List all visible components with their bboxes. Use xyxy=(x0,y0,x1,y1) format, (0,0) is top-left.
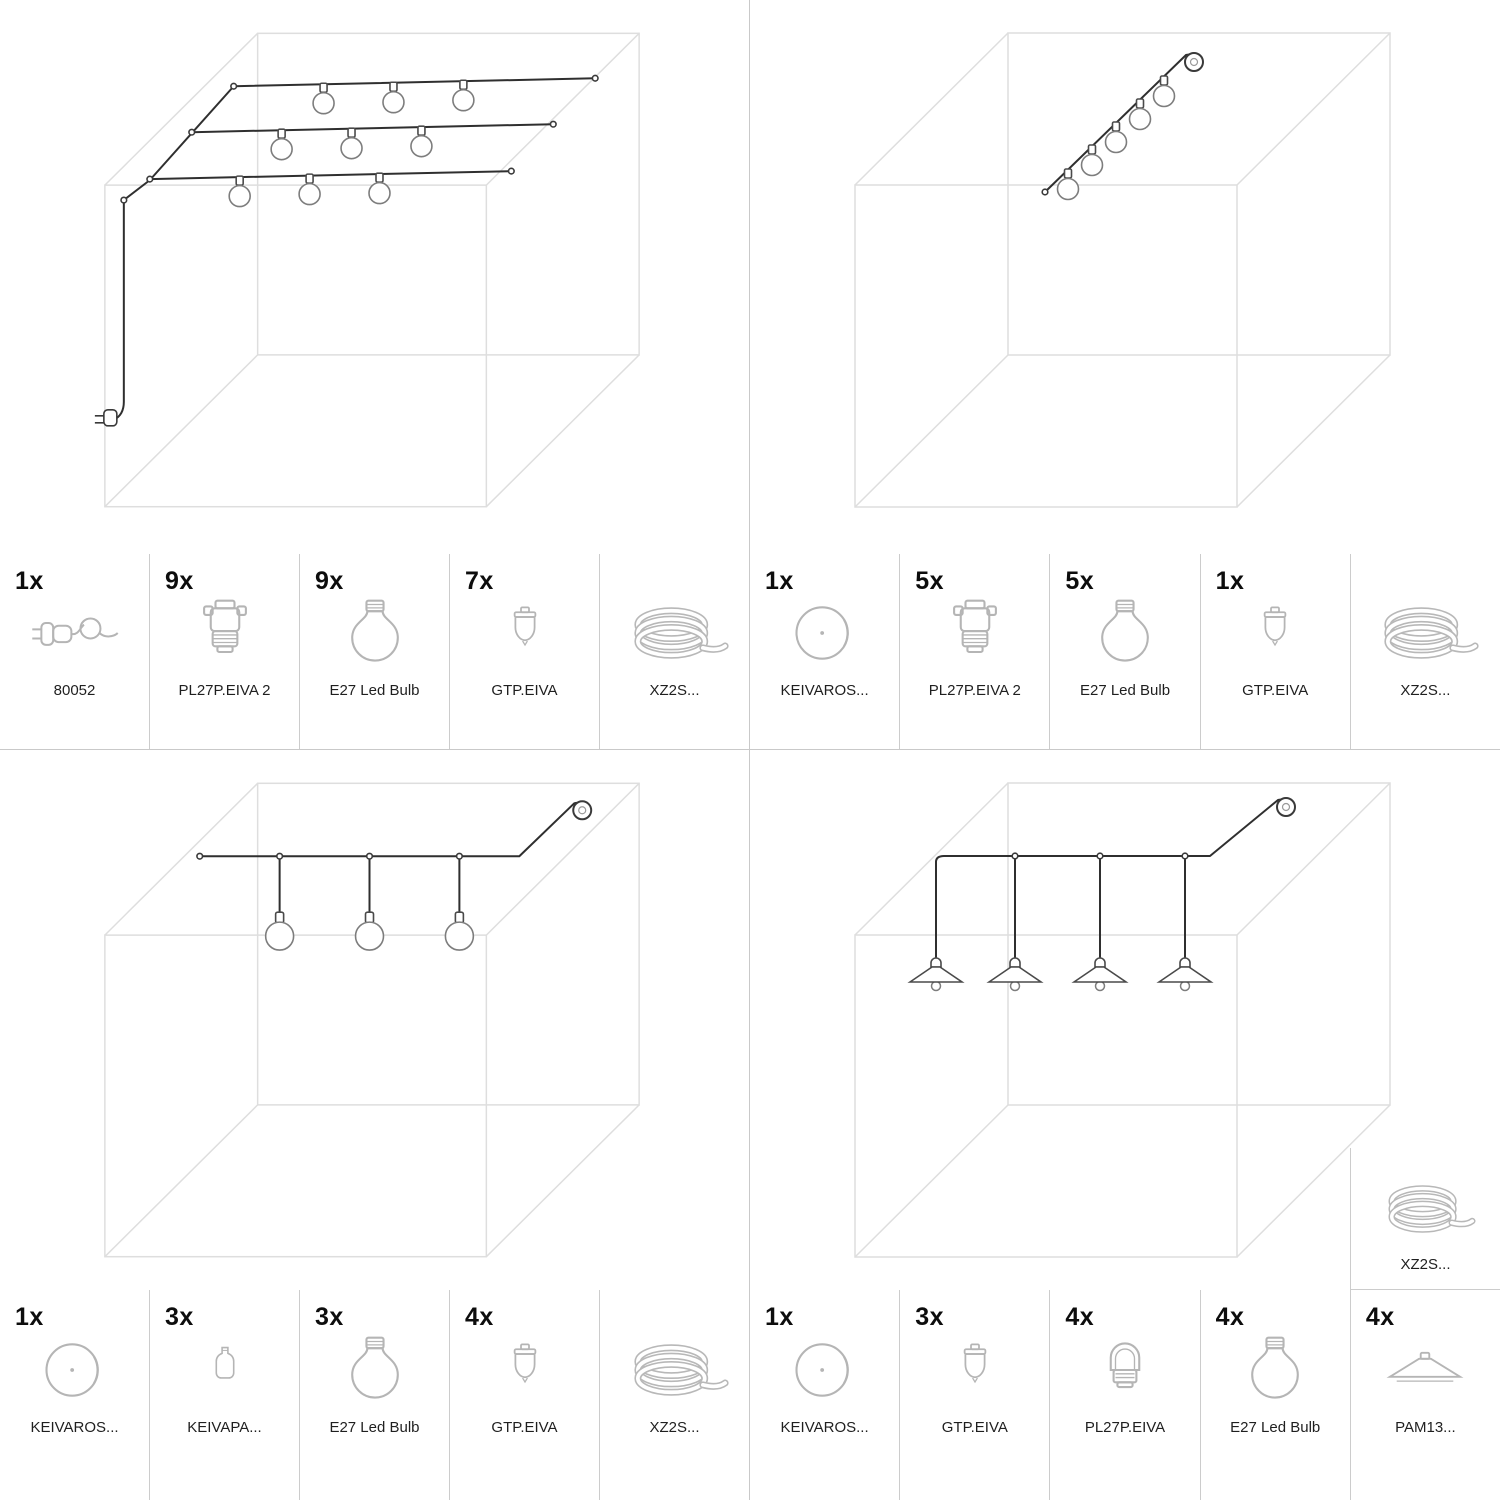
parts-row: 1x KEIVAROS... 5x PL27P.EIVA 2 5x E27 Le… xyxy=(750,554,1500,749)
part-label: GTP.EIVA xyxy=(491,682,558,699)
part-label: PAM13... xyxy=(1395,1419,1456,1436)
part-qty: 9x xyxy=(315,567,344,595)
part-qty: 3x xyxy=(315,1303,344,1331)
part-label: GTP.EIVA xyxy=(1242,682,1309,699)
part-label: XZ2S... xyxy=(649,1419,700,1436)
part-qty: 5x xyxy=(915,567,945,595)
part-label: KEIVAROS... xyxy=(780,1419,869,1436)
part-cell: 9x E27 Led Bulb xyxy=(299,554,449,749)
wall-ring-anchor xyxy=(1184,52,1204,72)
diagram-diagonal-string xyxy=(750,0,1500,554)
cable-grip xyxy=(1041,188,1049,196)
part-label: PL27P.EIVA 2 xyxy=(928,682,1021,699)
part-cell: 4x GTP.EIVA xyxy=(449,1290,599,1500)
part-qty: 1x xyxy=(765,567,794,595)
part-qty: 4x xyxy=(1215,1303,1245,1331)
part-qty: 3x xyxy=(165,1303,194,1331)
globe-pendants xyxy=(264,911,475,951)
cube-wireframe xyxy=(854,782,1391,1258)
wall-ring-anchor xyxy=(572,800,593,821)
part-cell: 1x KEIVAROS... xyxy=(0,1290,149,1500)
cable-coil-icon xyxy=(600,1290,749,1419)
cable-grips xyxy=(120,74,599,204)
part-cell: 3x E27 Led Bulb xyxy=(299,1290,449,1500)
part-cell: 4x PAM13... xyxy=(1349,1290,1500,1500)
diagram-globe-pendants xyxy=(0,750,749,1290)
part-qty: 1x xyxy=(15,1303,44,1331)
part-cell: 4x PL27P.EIVA xyxy=(1049,1290,1199,1500)
kit-quadrant-shade-pendants: XZ2S... 1x KEIVAROS... 3x GTP.EIVA 4x PL… xyxy=(750,750,1500,1500)
part-label: E27 Led Bulb xyxy=(1230,1419,1321,1436)
part-qty: 1x xyxy=(1215,567,1245,595)
part-qty: 1x xyxy=(765,1303,794,1331)
parts-row: 1x KEIVAROS... 3x GTP.EIVA 4x PL27P.EIVA… xyxy=(750,1290,1500,1500)
parts-row: 1x 80052 9x PL27P.EIVA 2 9x E27 Led Bulb… xyxy=(0,554,749,749)
part-cell: 4x E27 Led Bulb xyxy=(1199,1290,1350,1500)
part-cell: 3x KEIVAPA... xyxy=(149,1290,299,1500)
part-cell: XZ2S... xyxy=(1349,554,1500,749)
part-cell: XZ2S... xyxy=(599,554,749,749)
part-cell: 1x GTP.EIVA xyxy=(1199,554,1350,749)
kit-quadrant-garland-grid: 1x 80052 9x PL27P.EIVA 2 9x E27 Led Bulb… xyxy=(0,0,750,750)
part-label: E27 Led Bulb xyxy=(329,682,420,699)
part-cell-extra: XZ2S... xyxy=(1350,1148,1500,1290)
part-cell: 5x E27 Led Bulb xyxy=(1049,554,1199,749)
part-qty: 7x xyxy=(465,567,494,595)
cable-coil-icon xyxy=(1351,1148,1500,1256)
part-cell: 1x KEIVAROS... xyxy=(750,1290,899,1500)
part-cell: 5x PL27P.EIVA 2 xyxy=(899,554,1049,749)
part-qty: 3x xyxy=(915,1303,945,1331)
kit-quadrant-diagonal-string: 1x KEIVAROS... 5x PL27P.EIVA 2 5x E27 Le… xyxy=(750,0,1500,750)
part-cell: XZ2S... xyxy=(599,1290,749,1500)
part-qty: 9x xyxy=(165,567,194,595)
part-cell: 1x 80052 xyxy=(0,554,149,749)
part-qty: 5x xyxy=(1065,567,1095,595)
part-qty: 4x xyxy=(1065,1303,1095,1331)
part-label: GTP.EIVA xyxy=(491,1419,558,1436)
part-label: PL27P.EIVA 2 xyxy=(178,682,271,699)
cube-wireframe xyxy=(104,32,640,508)
part-cell: 1x KEIVAROS... xyxy=(750,554,899,749)
cable-coil-icon xyxy=(1351,554,1500,682)
part-label: KEIVAROS... xyxy=(30,1419,119,1436)
wall-ring-anchor xyxy=(1276,797,1296,817)
kit-quadrant-globe-pendants: 1x KEIVAROS... 3x KEIVAPA... 3x E27 Led … xyxy=(0,750,750,1500)
part-qty: 4x xyxy=(465,1303,494,1331)
part-label: E27 Led Bulb xyxy=(1079,682,1171,699)
part-label: GTP.EIVA xyxy=(941,1419,1008,1436)
part-label: E27 Led Bulb xyxy=(329,1419,420,1436)
festoon-bulbs xyxy=(228,79,475,208)
part-cell: 3x GTP.EIVA xyxy=(899,1290,1049,1500)
part-label: XZ2S... xyxy=(1400,1256,1451,1273)
part-qty: 1x xyxy=(15,567,44,595)
festoon-bulbs xyxy=(1056,75,1176,201)
power-plug xyxy=(94,409,118,427)
diagram-shade-pendants xyxy=(750,750,1500,1290)
diagram-garland-grid xyxy=(0,0,749,554)
part-label: KEIVAPA... xyxy=(187,1419,262,1436)
part-label: XZ2S... xyxy=(649,682,700,699)
part-label: KEIVAROS... xyxy=(780,682,869,699)
part-label: PL27P.EIVA xyxy=(1084,1419,1166,1436)
shade-pendants xyxy=(909,957,1212,992)
cable-coil-icon xyxy=(600,554,749,682)
part-cell: 9x PL27P.EIVA 2 xyxy=(149,554,299,749)
part-qty: 4x xyxy=(1365,1303,1395,1331)
cube-wireframe xyxy=(854,32,1391,508)
part-cell: 7x GTP.EIVA xyxy=(449,554,599,749)
part-label: XZ2S... xyxy=(1400,682,1451,699)
parts-row: 1x KEIVAROS... 3x KEIVAPA... 3x E27 Led … xyxy=(0,1290,749,1500)
part-label: 80052 xyxy=(53,682,96,699)
